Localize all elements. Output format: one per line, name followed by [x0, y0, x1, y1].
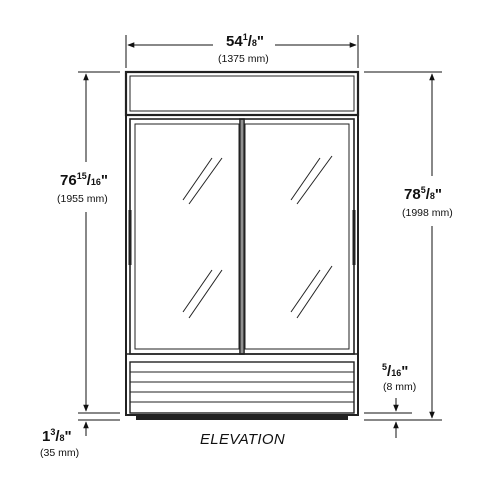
- right-door-frame: [239, 118, 355, 355]
- grille-slats: [130, 371, 354, 403]
- right-door-handle: [352, 210, 356, 265]
- overall-height-metric: (1998 mm): [402, 207, 453, 219]
- left-door-glass: [134, 123, 240, 350]
- left-door-frame: [129, 118, 245, 355]
- body-height-dimension: 7615/16": [60, 171, 109, 190]
- overall-height-dimension: 785/8": [404, 185, 443, 204]
- leg-height-dimension: 13/8": [42, 427, 72, 446]
- gap-dimension: 5/16": [382, 362, 409, 381]
- cooler-cabinet: [124, 70, 360, 420]
- cabinet-legs: [136, 415, 348, 420]
- header-panel-inner: [129, 75, 355, 112]
- elevation-caption: ELEVATION: [200, 431, 285, 448]
- width-metric: (1375 mm): [218, 53, 269, 65]
- leg-height-metric: (35 mm): [40, 447, 80, 459]
- right-door-glass: [244, 123, 350, 350]
- dimension-lines: [78, 35, 442, 438]
- base-grille: [129, 361, 355, 414]
- gap-metric: (8 mm): [383, 381, 417, 393]
- body-height-metric: (1955 mm): [57, 193, 108, 205]
- left-door-handle: [128, 210, 132, 265]
- glass-reflection-marks: [182, 155, 333, 319]
- width-dimension: 541/8": [226, 32, 265, 51]
- header-panel: [124, 70, 360, 117]
